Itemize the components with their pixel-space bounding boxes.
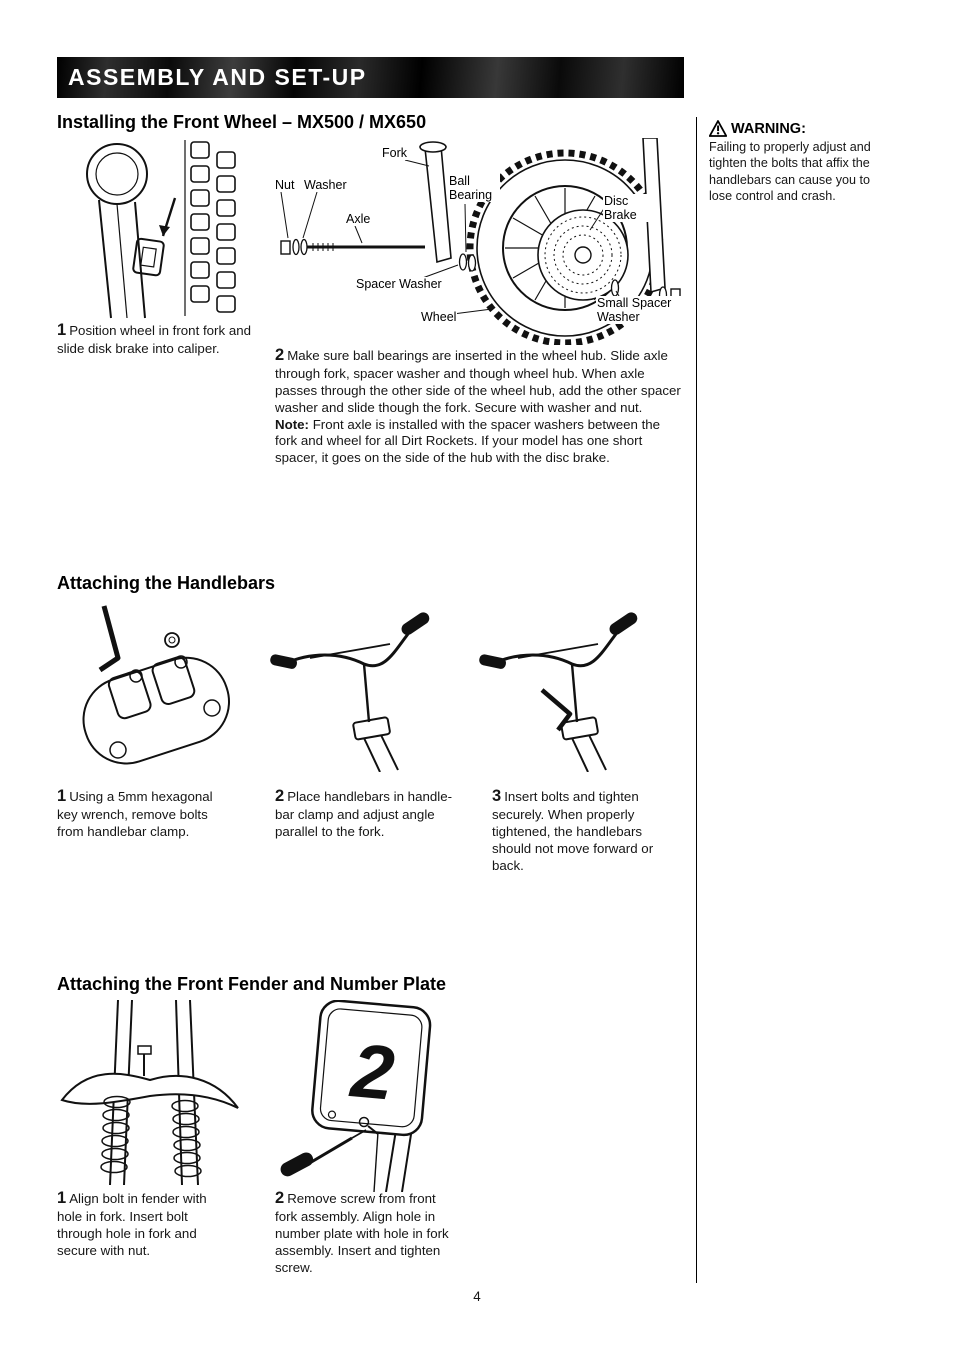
screwdriver — [280, 1129, 367, 1177]
fork-tube-drawing — [419, 141, 452, 264]
label-fork: Fork — [381, 146, 408, 160]
wheel-exploded-diagram: Fork Nut Washer Ball Bearing Axle Disc B… — [265, 138, 686, 345]
step-text: Remove screw from front fork assembly. A… — [275, 1191, 449, 1275]
step-text: Position wheel in front fork and slide d… — [57, 323, 252, 356]
label-spacer-washer: Spacer Washer — [355, 277, 443, 291]
label-small-spacer-washer: Small Spacer Washer — [596, 296, 686, 324]
warning-text: Failing to properly adjust and tighten t… — [709, 140, 871, 204]
banner-title: ASSEMBLY AND SET-UP — [68, 64, 367, 90]
step-text: Place handlebars in handle-bar clamp and… — [275, 789, 453, 839]
fender-shape — [60, 1072, 239, 1109]
column-divider — [696, 117, 697, 1283]
tire-tread-blocks — [184, 140, 236, 316]
step-number: 1 — [57, 787, 67, 805]
handlebars-tighten-art — [479, 612, 638, 772]
slide-arrow — [159, 197, 177, 237]
front-fender-illustration — [60, 1000, 240, 1185]
front-fork-illustration — [85, 140, 245, 320]
number-plate-illustration: 2 — [278, 1000, 453, 1192]
number-plate-number: 2 — [346, 1028, 398, 1117]
label-nut: Nut — [274, 178, 296, 192]
step-text: Insert bolts and tighten securely. When … — [492, 789, 654, 873]
warning-header: WARNING: — [709, 120, 892, 137]
label-axle: Axle — [345, 212, 372, 226]
step-number: 3 — [492, 787, 502, 805]
note-label: Note: — [275, 416, 309, 432]
warning-box: WARNING: Failing to properly adjust and … — [709, 120, 892, 204]
step-text: Make sure ball bearings are inserted in … — [275, 348, 681, 415]
number-plate-art: 2 — [280, 1000, 432, 1192]
label-wheel: Wheel — [420, 310, 458, 324]
page-number: 4 — [473, 1289, 481, 1304]
leader-lines — [280, 159, 620, 315]
handlebars-placed-art — [270, 612, 430, 772]
step-number: 2 — [275, 787, 285, 805]
hex-key — [98, 605, 121, 673]
warning-title: WARNING: — [731, 120, 806, 137]
number-plate: 2 — [311, 1000, 432, 1137]
fender-bolt — [137, 1045, 152, 1076]
fork-legs — [373, 1127, 413, 1192]
handlebars-placed-illustration — [268, 612, 460, 772]
note-text: Front axle is installed with the spacer … — [275, 416, 661, 466]
step-number: 1 — [57, 321, 67, 339]
step-number: 2 — [275, 1189, 285, 1207]
fender-heading: Attaching the Front Fender and Number Pl… — [57, 974, 447, 994]
front-fender-art — [60, 1000, 239, 1185]
clamp-bolt — [164, 632, 180, 648]
front-wheel-heading: Installing the Front Wheel – MX500 / MX6… — [57, 112, 427, 132]
handlebars-tighten-illustration — [478, 612, 666, 772]
hex-key — [540, 688, 573, 732]
section-banner: ASSEMBLY AND SET-UP — [57, 57, 684, 98]
plate-screw — [358, 1116, 379, 1135]
label-ball-bearing: Ball Bearing — [448, 174, 500, 202]
handlebar-clamp-art — [82, 605, 231, 765]
step-note: Note: Front axle is installed with the s… — [275, 417, 682, 468]
axle-drawing — [280, 238, 425, 256]
fork-springs — [100, 1095, 202, 1178]
disc-brake-drawing — [537, 209, 629, 301]
label-disc-brake: Disc Brake — [603, 194, 649, 222]
wheel-diagram-art — [280, 138, 681, 345]
label-washer: Washer — [303, 178, 348, 192]
step-number: 2 — [275, 346, 285, 364]
front-fork-art — [86, 140, 236, 319]
step-text: Using a 5mm hexagonal key wrench, remove… — [57, 789, 213, 839]
warning-triangle-icon — [709, 120, 727, 137]
handlebar-clamp-illustration — [60, 600, 240, 775]
step-number: 1 — [57, 1189, 67, 1207]
step-text: Align bolt in fender with hole in fork. … — [57, 1191, 207, 1258]
handlebars-heading: Attaching the Handlebars — [57, 573, 276, 593]
bearing-washers-drawing — [458, 253, 477, 272]
